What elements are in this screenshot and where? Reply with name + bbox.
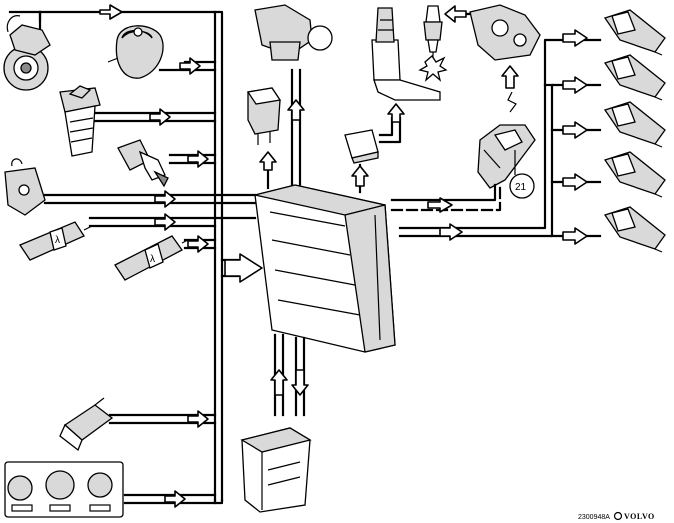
ecu-control-module xyxy=(254,184,396,353)
ecu-to-distributor-link xyxy=(390,183,502,213)
arrow-from-diag xyxy=(270,369,288,396)
spark-icon xyxy=(418,55,448,82)
arrow-coolant xyxy=(187,410,209,428)
arrow-to-injector-2 xyxy=(562,76,588,94)
fuel-pump xyxy=(371,7,441,101)
air-mass-meter xyxy=(59,85,101,157)
callout-circle xyxy=(509,173,535,199)
arrow-to-fuel-pump xyxy=(387,103,405,123)
callout-number: 21 xyxy=(515,182,527,193)
arrow-top xyxy=(99,4,123,20)
arrow-throttle xyxy=(154,190,176,208)
arrow-to-injector-4 xyxy=(562,173,588,191)
arrow-climate xyxy=(164,490,186,508)
arrow-to-diag xyxy=(291,369,309,396)
temperature-sensor xyxy=(117,139,169,188)
arrow-to-iac xyxy=(287,99,305,121)
arrow-ecu-to-injectors xyxy=(439,223,463,241)
injector-4 xyxy=(603,151,666,198)
arrow-to-relay-lower xyxy=(351,165,369,187)
relay-lower xyxy=(344,129,379,164)
arrow-o2-front xyxy=(154,213,176,231)
registered-icon xyxy=(613,511,623,521)
injector-5 xyxy=(603,206,666,253)
injector-3 xyxy=(603,101,666,148)
idle-air-control-valve xyxy=(254,4,333,61)
right-bus-arrows xyxy=(439,29,588,245)
distributor xyxy=(477,124,536,189)
figure-footer: 2300948A VOLVO xyxy=(578,511,655,521)
knock-sensor xyxy=(3,15,51,91)
relay-upper xyxy=(246,87,282,145)
arrow-o2-rear xyxy=(187,235,209,253)
arrow-temp xyxy=(187,150,209,168)
arrow-to-relay-upper xyxy=(259,151,277,171)
oxygen-sensor-front: λ xyxy=(19,221,93,261)
coil-feed xyxy=(501,65,519,113)
ecu-arrows xyxy=(259,99,369,396)
ecu-links xyxy=(266,68,362,417)
arrow-to-distributor xyxy=(427,197,453,213)
arrow-bus-to-ecu xyxy=(224,253,263,283)
ignition-coil xyxy=(444,4,541,61)
arrow-pressure xyxy=(179,57,201,75)
climate-control-panel xyxy=(4,461,124,518)
spark-plug xyxy=(418,5,448,82)
coolant-temperature-sensor xyxy=(59,397,114,452)
arrow-to-injector-1 xyxy=(562,29,588,47)
oxygen-sensor-rear: λ xyxy=(114,235,189,281)
injector-2 xyxy=(603,54,666,101)
arrow-to-spark-plug xyxy=(444,5,467,23)
figure-code: 2300948A xyxy=(578,514,610,521)
arrow-to-injector-5 xyxy=(562,227,588,245)
lambda-symbol-rear: λ xyxy=(150,254,155,265)
lambda-symbol-front: λ xyxy=(55,235,60,246)
callout-21: 21 xyxy=(509,150,535,199)
diagnostic-module xyxy=(240,427,312,513)
arrow-to-ignition-coil xyxy=(501,65,519,89)
fuel-pump-link xyxy=(378,103,405,144)
brand-logo: VOLVO xyxy=(624,512,655,521)
arrow-to-injector-3 xyxy=(562,121,588,139)
pressure-sensor xyxy=(107,25,164,79)
injector-1 xyxy=(603,9,666,56)
throttle-position-sensor xyxy=(4,158,46,216)
left-bus-arrows xyxy=(99,4,263,508)
arrow-airmass xyxy=(149,108,171,126)
